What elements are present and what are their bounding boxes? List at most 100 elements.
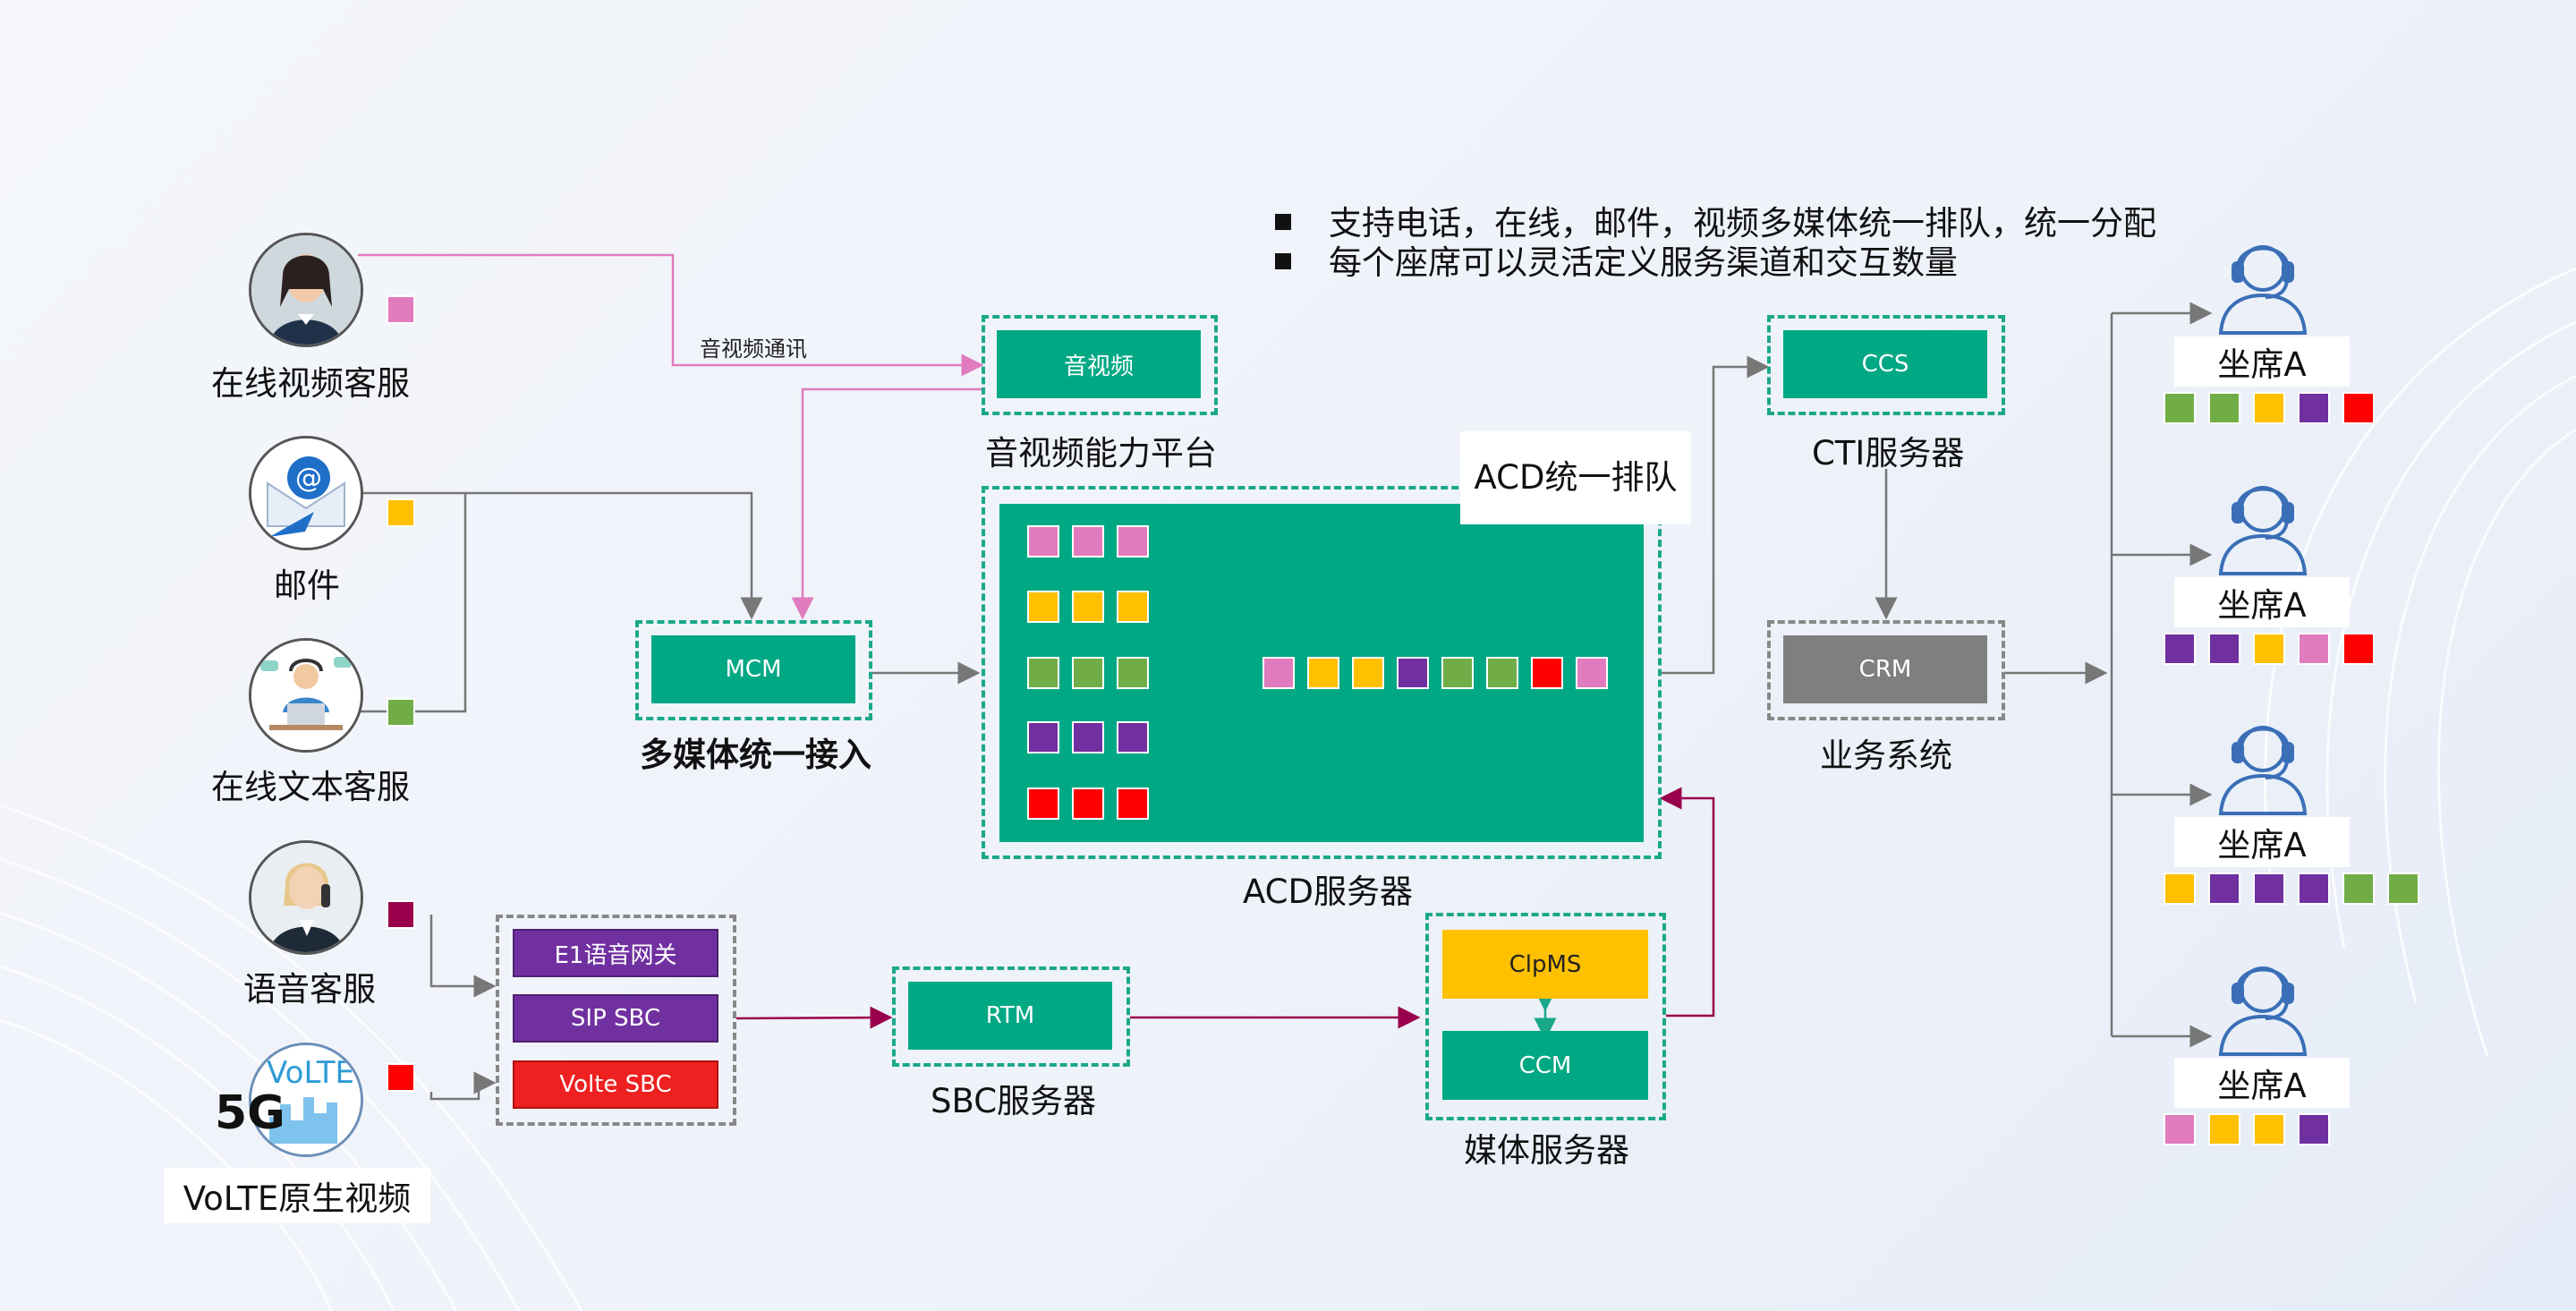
agent-slot [2387,873,2419,905]
acd-queue-item [1072,657,1104,689]
mcm-box[interactable]: MCM [651,635,855,703]
agent-slot [2208,633,2240,665]
acd-queue-item [1027,787,1059,820]
e1-gateway-box[interactable]: E1语音网关 [513,929,718,977]
media-server-frame [1425,913,1666,1120]
agent-headset-icon [2218,486,2308,575]
agent-slot [2298,873,2330,905]
agent-slot [2208,873,2240,905]
acd-queue-item [1072,721,1104,753]
ccs-box[interactable]: CCS [1783,330,1987,398]
agent-slot [2298,1113,2330,1145]
crm-box[interactable]: CRM [1783,635,1987,703]
agent-slot [2253,873,2285,905]
crm-frame [1767,620,2005,720]
gateway-frame [496,915,736,1126]
acd-queue-item [1117,657,1149,689]
mcm-label: 多媒体统一接入 [640,736,871,774]
acd-frame [982,486,1662,859]
text-agent-icon [249,638,363,753]
cti-frame [1767,315,2005,415]
bullet-item: 每个座席可以灵活定义服务渠道和交互数量 [1275,243,2156,283]
acd-queue-item [1072,591,1104,623]
agent-slot [2253,392,2285,424]
agent-headset-icon [2218,966,2308,1056]
agent-label: 坐席A [2174,1058,2350,1108]
rtm-box[interactable]: RTM [908,982,1112,1050]
edge-gateway-to-rtm [735,1006,893,1029]
agent-slot [2164,1113,2196,1145]
edge-av-to-mcm [791,387,982,620]
edge-email-to-mcm [360,491,763,620]
edge-volte-to-gateway [429,1071,497,1101]
agent-slot [2298,633,2330,665]
bullet-item: 支持电话，在线，邮件，视频多媒体统一排队，统一分配 [1275,204,2156,243]
svg-text:@: @ [295,463,322,494]
agent-slot [2164,873,2196,905]
sbc-server-label: SBC服务器 [931,1082,1097,1120]
sip-sbc-box[interactable]: SIP SBC [513,994,718,1043]
agent-label: 坐席A [2174,577,2350,627]
email-icon: @ [249,436,363,550]
volte-sbc-box[interactable]: Volte SBC [513,1060,718,1109]
text-channel-color [387,698,415,727]
agent-headset-icon [2218,726,2308,815]
video-channel-label: 在线视频客服 [211,364,410,403]
agent-headset-icon [2218,245,2308,335]
acd-merged-item [1262,657,1295,689]
agent-slot [2342,873,2375,905]
acd-queue-item [1117,525,1149,558]
video-channel-color [387,295,415,324]
email-channel-label: 邮件 [274,566,340,605]
business-system-label: 业务系统 [1820,736,1952,775]
edge-label-av-comm: 音视频通讯 [700,336,807,362]
acd-merged-item [1531,657,1563,689]
acd-queue-item [1027,525,1059,558]
feature-bullets: 支持电话，在线，邮件，视频多媒体统一排队，统一分配 每个座席可以灵活定义服务渠道… [1275,204,2156,283]
clpms-box[interactable]: ClpMS [1442,930,1648,999]
acd-merged-item [1486,657,1518,689]
acd-queue-item [1117,787,1149,820]
video-agent-photo [249,233,363,347]
agent-slot [2342,392,2375,424]
acd-queue-item [1027,657,1059,689]
av-box[interactable]: 音视频 [997,330,1201,398]
volte-channel-color [387,1063,415,1092]
email-channel-color [387,498,415,527]
agent-label: 坐席A [2174,336,2350,387]
volte-badge-text: VoLTE [267,1055,354,1091]
agent-slot [2298,392,2330,424]
voice-channel-color [387,900,415,929]
acd-queue-item [1117,721,1149,753]
voice-agent-photo [249,840,363,955]
av-platform-frame [982,315,1218,415]
av-platform-label: 音视频能力平台 [985,434,1217,472]
acd-queue-item [1027,591,1059,623]
agent-slot [2164,633,2196,665]
agent-slot [2208,1113,2240,1145]
mcm-frame [635,620,872,720]
voice-channel-label: 语音客服 [243,970,376,1009]
acd-queue-label-text: ACD统一排队 [1474,458,1678,497]
agent-slot [2164,392,2196,424]
edge-media-to-acd [1659,787,1715,1017]
volte-icon: VoLTE [249,1043,363,1157]
edge-acd-to-ccs [1662,355,1770,675]
agent-slot [2253,1113,2285,1145]
agent-slot [2253,633,2285,665]
text-channel-label: 在线文本客服 [211,768,410,806]
acd-server-label: ACD服务器 [1243,873,1413,911]
edge-voice-to-gateway [429,915,497,998]
acd-merged-item [1397,657,1429,689]
acd-queue-item [1027,721,1059,753]
media-server-label: 媒体服务器 [1464,1131,1629,1170]
agent-slot [2208,392,2240,424]
ccm-box[interactable]: CCM [1442,1031,1648,1100]
edge-video-to-av [358,253,984,377]
cti-server-label: CTI服务器 [1812,434,1965,472]
agent-slot [2342,633,2375,665]
sbc-server-frame [892,966,1130,1067]
acd-merged-item [1576,657,1608,689]
acd-merged-item [1307,657,1339,689]
